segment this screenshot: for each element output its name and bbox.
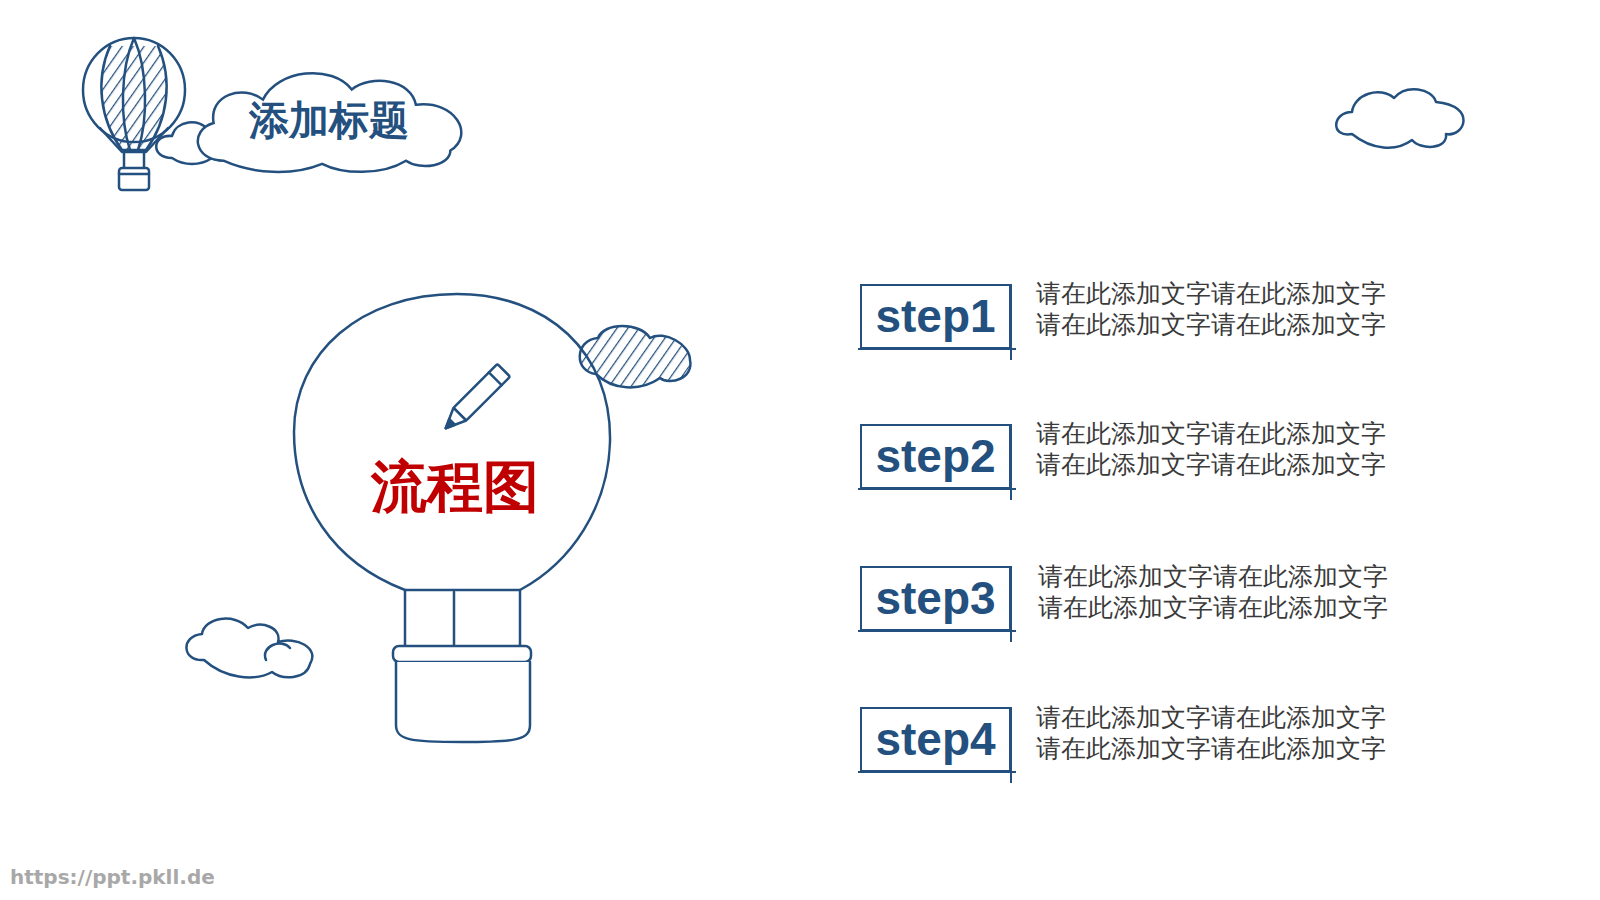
step-box: step4 (860, 707, 1011, 772)
balloon-outline (292, 292, 617, 592)
description-text: 请在此添加文字请在此添加文字请在此添加文字请在此添加文字 (1036, 278, 1396, 340)
step-box: step2 (860, 424, 1011, 489)
pencil-icon (439, 364, 510, 435)
title-text: 添加标题 (249, 93, 409, 148)
cloud-detail (265, 644, 290, 660)
step-label: step4 (875, 714, 995, 765)
step-label: step1 (875, 291, 995, 342)
title-cloud: 添加标题 (184, 64, 480, 176)
balloon-envelope: 流程图 (292, 292, 617, 592)
watermark: https://ppt.pkll.de (10, 862, 215, 893)
cloud (186, 619, 312, 678)
balloon-icon (83, 38, 185, 190)
description-text: 请在此添加文字请在此添加文字请在此添加文字请在此添加文字 (1038, 561, 1398, 623)
step-label: step2 (875, 431, 995, 482)
center-title: 流程图 (371, 456, 539, 518)
cloud (1336, 89, 1463, 147)
balloon-basket (393, 590, 531, 742)
step-label: step3 (875, 573, 995, 624)
step-box: step3 (860, 566, 1011, 631)
striped-cloud (580, 326, 691, 387)
step-box: step1 (860, 284, 1011, 349)
description-text: 请在此添加文字请在此添加文字请在此添加文字请在此添加文字 (1036, 702, 1396, 764)
description-text: 请在此添加文字请在此添加文字请在此添加文字请在此添加文字 (1036, 418, 1396, 480)
